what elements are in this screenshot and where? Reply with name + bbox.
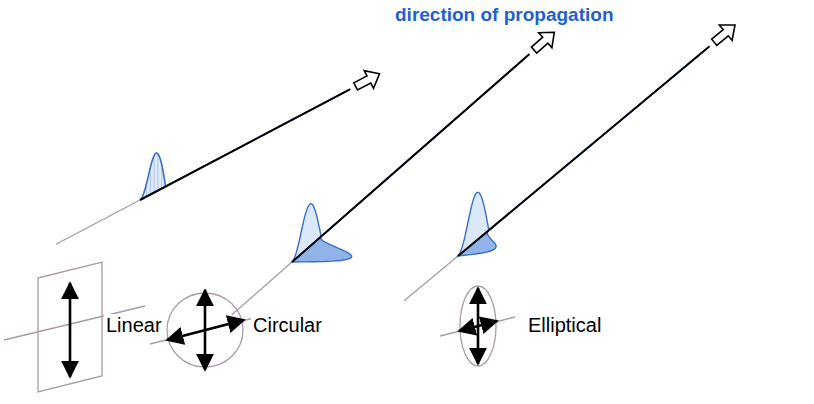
polarization-plane bbox=[38, 262, 102, 392]
propagation-arrow bbox=[354, 71, 380, 90]
polarization-label: Linear bbox=[104, 314, 164, 337]
axis-extension bbox=[56, 200, 140, 244]
axis-extension bbox=[404, 256, 458, 301]
waves bbox=[140, 50, 705, 262]
field-vector bbox=[167, 320, 244, 340]
field-vector bbox=[459, 321, 497, 331]
propagation-axis bbox=[458, 46, 710, 256]
polarization-ellipse bbox=[460, 286, 496, 366]
propagation-axes bbox=[140, 25, 735, 262]
field-vectors bbox=[70, 283, 497, 377]
propagation-annotation: direction of propagation bbox=[393, 4, 616, 26]
axis-extension bbox=[232, 262, 292, 315]
propagation-axis bbox=[292, 54, 530, 262]
panel-lines bbox=[4, 200, 515, 392]
propagation-axis bbox=[140, 89, 350, 200]
polarization-label: Circular bbox=[251, 314, 324, 337]
field-vector bbox=[69, 283, 72, 377]
polarization-label: Elliptical bbox=[526, 314, 603, 337]
propagation-arrow bbox=[712, 25, 735, 45]
propagation-arrow bbox=[531, 32, 554, 53]
